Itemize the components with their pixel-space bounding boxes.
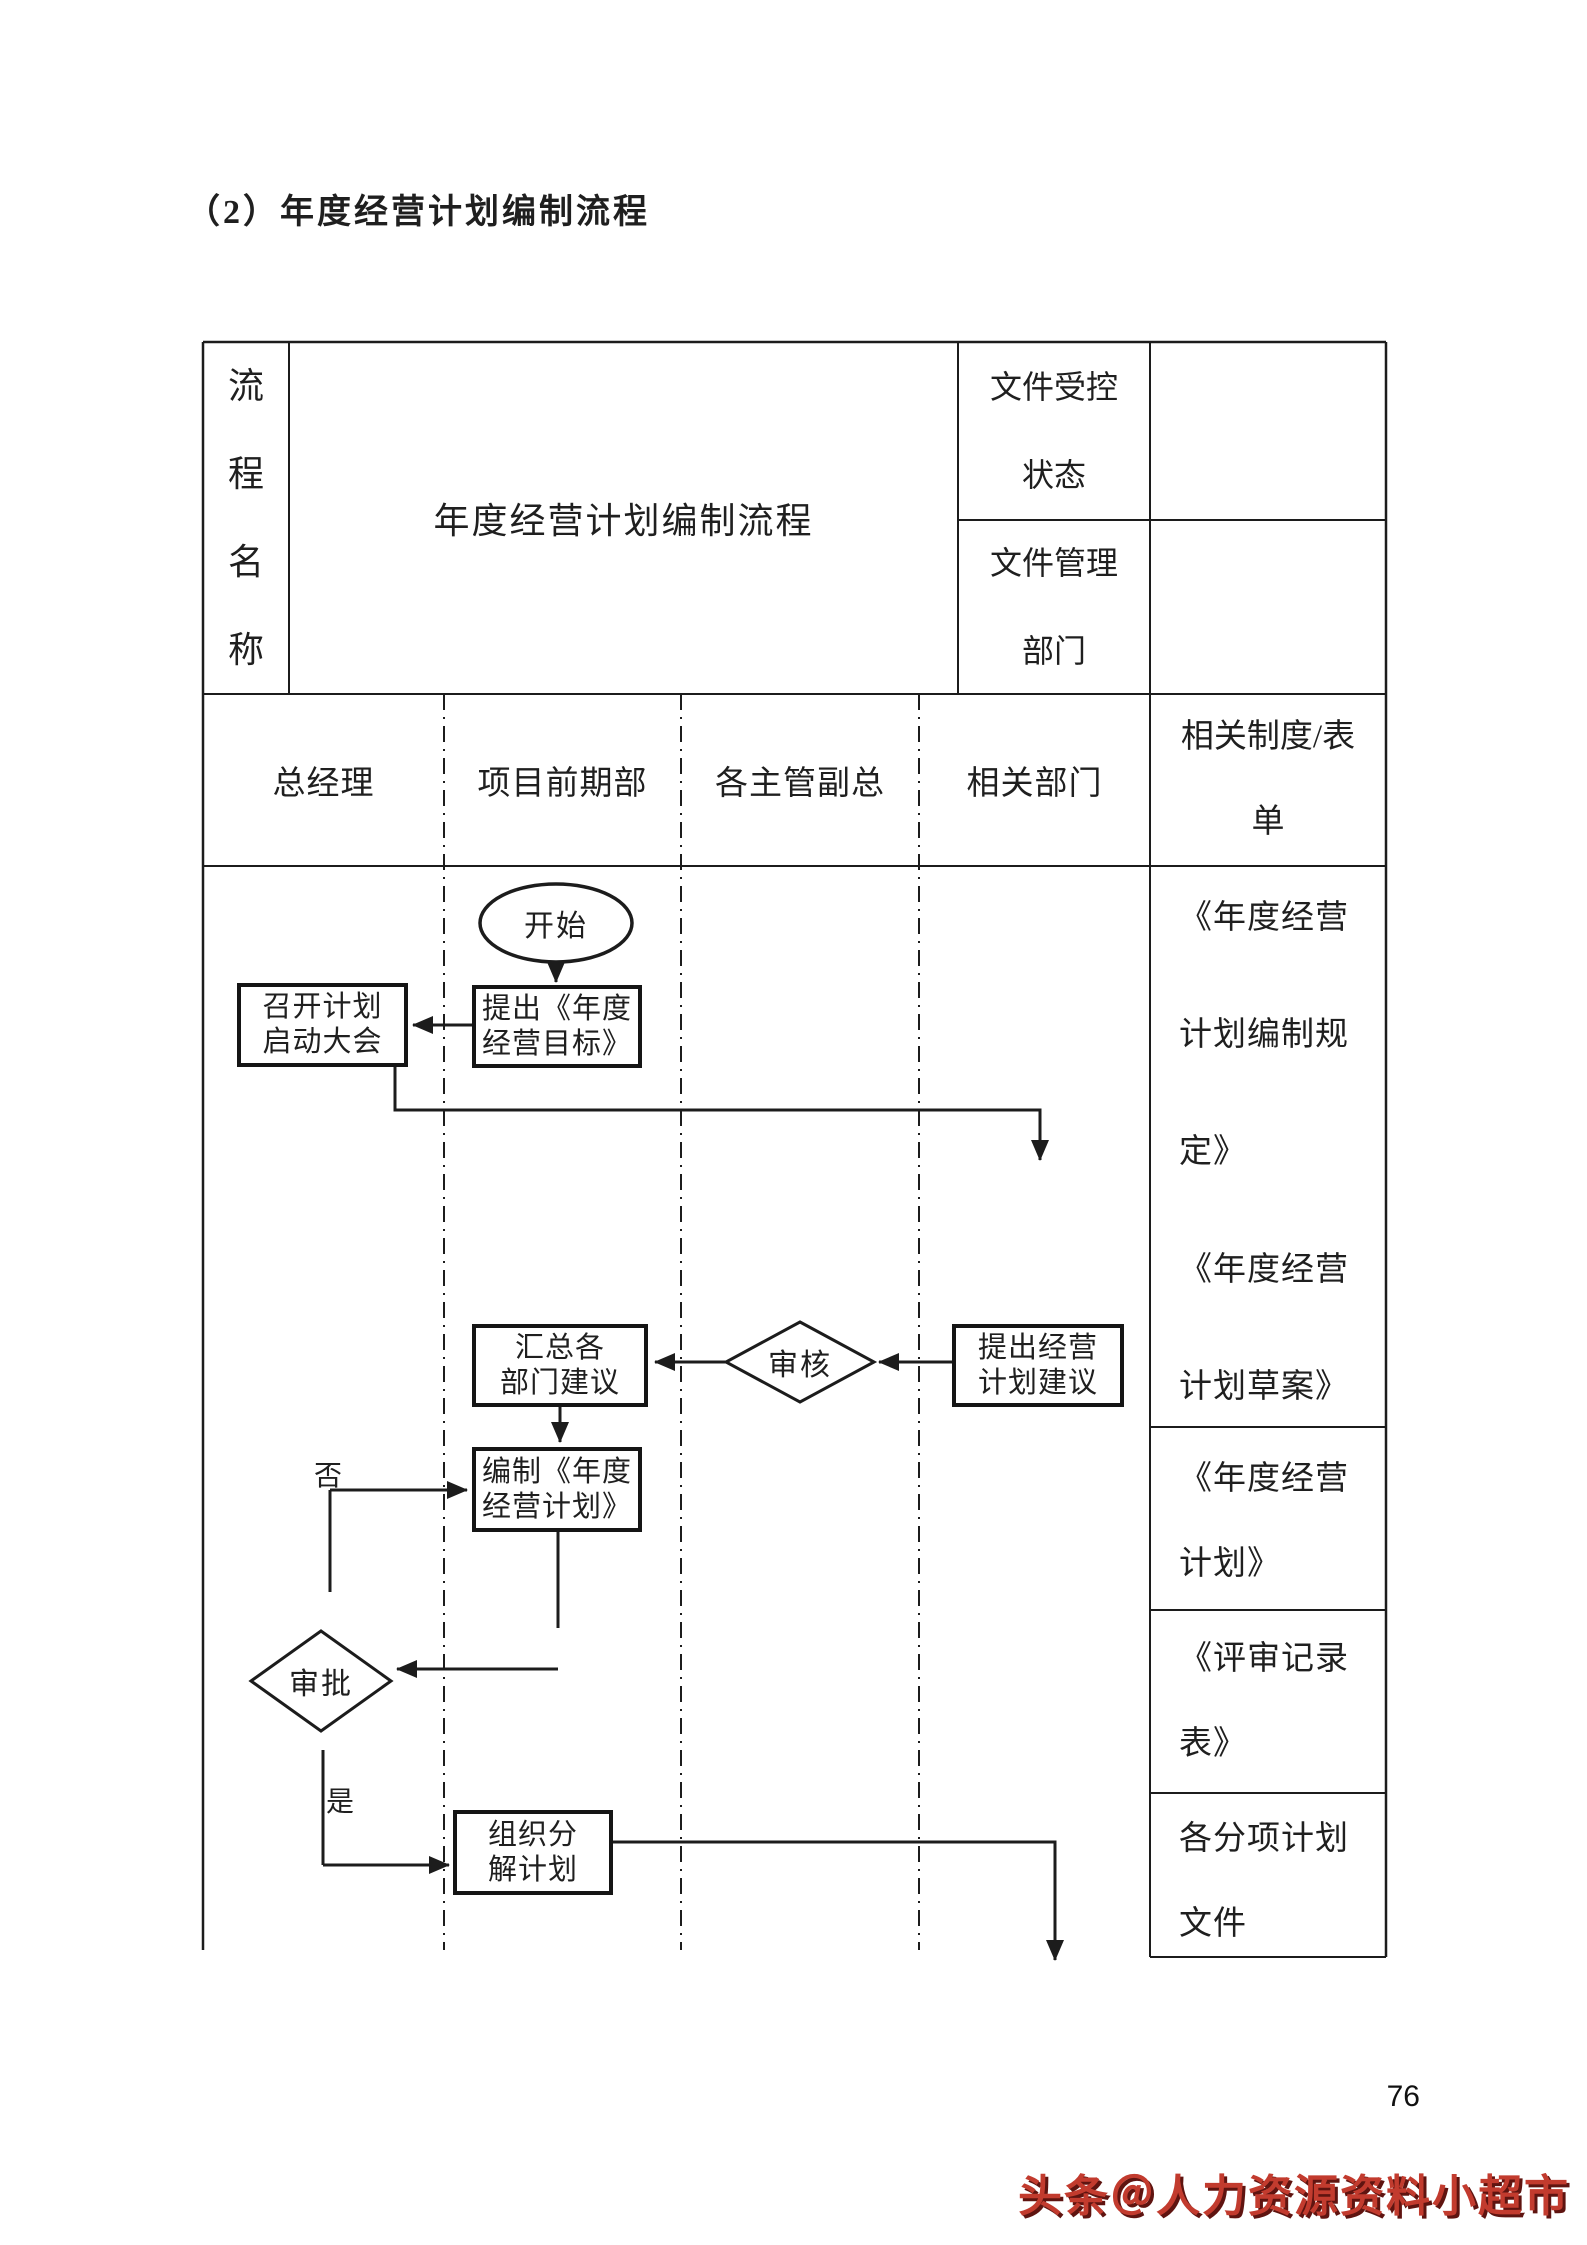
ref-annual-plan: 《年度经营 计划》 [1179, 1461, 1349, 1582]
doc-control-status-label: 文件受控 状态 [958, 342, 1150, 520]
process-name-row-label: 流 程 名 称 [203, 342, 289, 694]
doc-management-dept-label: 文件管理 部门 [958, 520, 1150, 694]
doc-control-status-text: 文件受控 状态 [989, 369, 1118, 493]
decision-approve-label: 审批 [289, 1668, 353, 1701]
branch-label-yes: 是 [325, 1787, 354, 1818]
watermark-text: 头条＠人力资源资料小超市 [1018, 2172, 1570, 2221]
process-name-row-label-text: 流 程 名 称 [227, 366, 264, 670]
lane-header-general-manager: 总经理 [272, 766, 375, 802]
ref-annual-plan-regulation: 《年度经营 计划编制规 定》 [1179, 900, 1349, 1170]
swimlane-dividers [443, 694, 920, 1950]
process-title-cell: 年度经营计划编制流程 [433, 501, 814, 541]
node-organize-plan-decomposition: 组织分 解计划 [453, 1810, 613, 1895]
ref-sub-plan-files: 各分项计划 文件 [1179, 1821, 1349, 1942]
node-summarize-dept-suggestions: 汇总各 部门建议 [472, 1324, 648, 1407]
node-propose-annual-goal: 提出《年度 经营目标》 [472, 985, 642, 1068]
approve-decision-shape [248, 1629, 394, 1733]
lane-header-related-docs-text: 相关制度/表 单 [1180, 719, 1356, 840]
lane-header-related-docs: 相关制度/表 单 [1150, 694, 1386, 866]
node-plan-kickoff-meeting: 召开计划 启动大会 [237, 983, 408, 1067]
table-borders [201, 340, 1388, 1957]
ref-annual-plan-draft: 《年度经营 计划草案》 [1179, 1252, 1349, 1405]
review-decision-shape [722, 1320, 878, 1404]
table-grid [203, 342, 1386, 1958]
lane-header-project-preliminary-dept: 项目前期部 [477, 766, 648, 802]
branch-label-no: 否 [313, 1461, 342, 1492]
doc-management-dept-value [1150, 520, 1386, 694]
page-number: 76 [1386, 2080, 1420, 2113]
node-compile-annual-plan: 编制《年度 经营计划》 [472, 1447, 642, 1532]
flow-connectors [321, 962, 1064, 1961]
start-node-label: 开始 [524, 910, 588, 943]
doc-management-dept-text: 文件管理 部门 [989, 545, 1118, 669]
doc-control-status-value [1150, 342, 1386, 520]
page-title: （2）年度经营计划编制流程 [186, 194, 650, 231]
decision-review-label: 审核 [768, 1349, 832, 1382]
lane-header-deputy-managers: 各主管副总 [715, 766, 885, 802]
lane-header-related-depts: 相关部门 [966, 766, 1103, 802]
node-propose-plan-suggestions: 提出经营 计划建议 [952, 1324, 1124, 1407]
ref-review-record-form: 《评审记录 表》 [1179, 1641, 1349, 1762]
